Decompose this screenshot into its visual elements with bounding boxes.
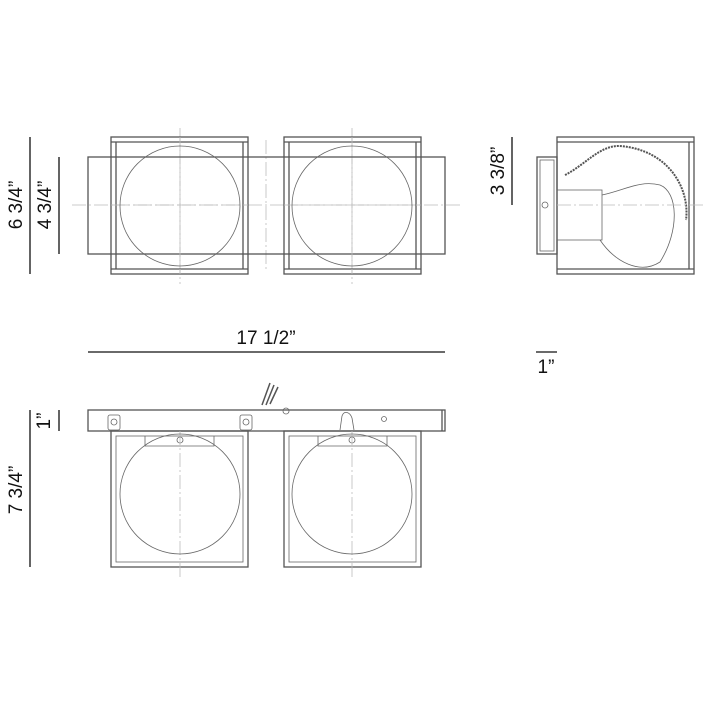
globe bbox=[291, 433, 413, 555]
shade-frame-right bbox=[283, 136, 422, 275]
side-view: 3 3/8” 1” bbox=[488, 136, 704, 378]
shade-frame-left bbox=[110, 136, 249, 275]
globe bbox=[291, 145, 413, 267]
dimension-label: 7 3/4” bbox=[6, 466, 27, 515]
dimension-label: 17 1/2” bbox=[236, 328, 295, 349]
globe bbox=[119, 433, 241, 555]
bulb bbox=[599, 183, 675, 268]
backplate bbox=[87, 156, 446, 255]
dimension-label: 1” bbox=[538, 357, 555, 378]
mounting-screw bbox=[239, 414, 253, 431]
shade-frame-front-right bbox=[283, 430, 422, 580]
front-view: 7 3/4” 1” bbox=[6, 382, 446, 580]
dimension-label: 6 3/4” bbox=[6, 181, 27, 230]
mounting-screw bbox=[107, 414, 121, 431]
wire-hook bbox=[339, 412, 355, 431]
shade-frame-front-left bbox=[110, 430, 249, 580]
backplate-bar bbox=[87, 409, 446, 432]
wires bbox=[261, 382, 279, 406]
dimension-label: 1” bbox=[34, 413, 55, 430]
dimension-label: 4 3/4” bbox=[35, 181, 56, 230]
top-view: 6 3/4” 4 3/4” bbox=[6, 128, 462, 284]
socket bbox=[556, 189, 603, 241]
globe bbox=[119, 145, 241, 267]
dimension-label: 3 3/8” bbox=[488, 147, 509, 196]
